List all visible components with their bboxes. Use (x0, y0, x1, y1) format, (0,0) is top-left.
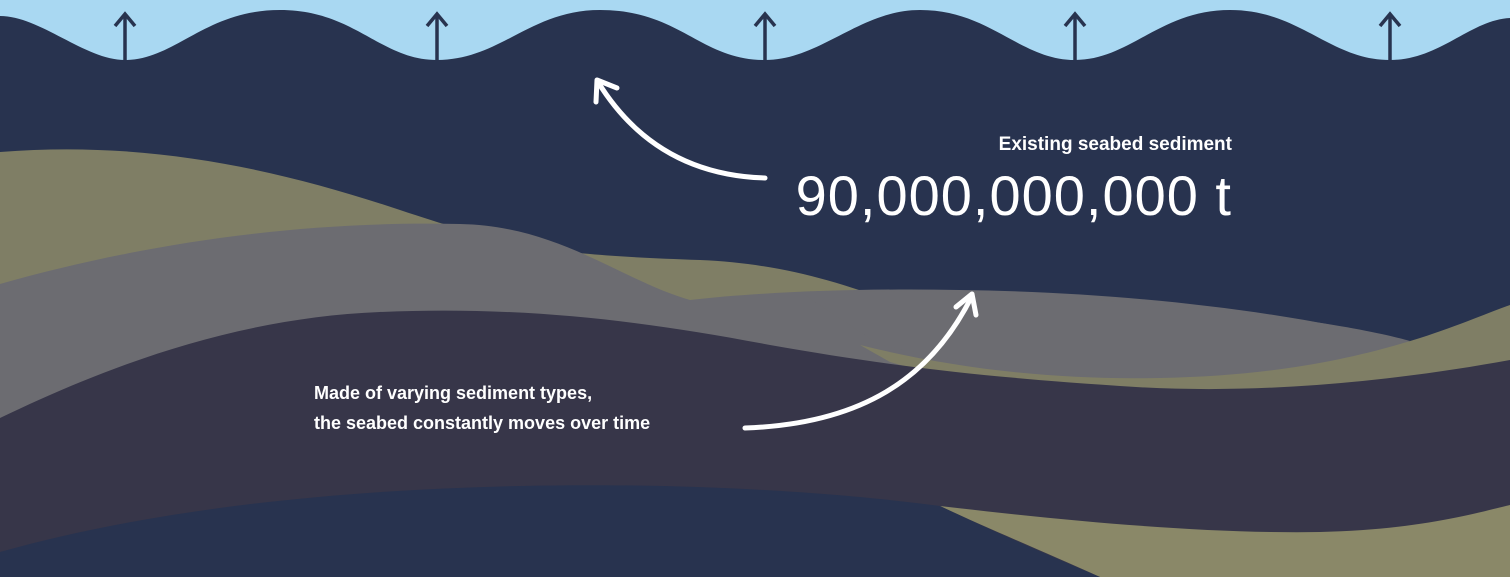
sediment-layer-navy-bottom (0, 485, 1100, 577)
wave-arrows (113, 11, 1402, 60)
up-arrow-icon (1378, 11, 1402, 60)
sediment-layer-grey-right (800, 291, 1410, 379)
caption-line-1: Made of varying sediment types, (314, 383, 593, 403)
up-arrow-icon (753, 11, 777, 60)
existing-sediment-heading: Existing seabed sediment (998, 134, 1232, 155)
up-arrow-icon (425, 11, 449, 60)
curved-arrow-icon (593, 77, 768, 181)
sediment-layer-olive-bottom (940, 505, 1510, 577)
curved-arrow-icon (742, 291, 979, 431)
seabed-caption: Made of varying sediment types, the seab… (314, 378, 650, 438)
up-arrow-icon (113, 11, 137, 60)
caption-line-2: the seabed constantly moves over time (314, 413, 651, 433)
up-arrow-icon (1063, 11, 1087, 60)
existing-sediment-value: 90,000,000,000 t (795, 164, 1232, 227)
